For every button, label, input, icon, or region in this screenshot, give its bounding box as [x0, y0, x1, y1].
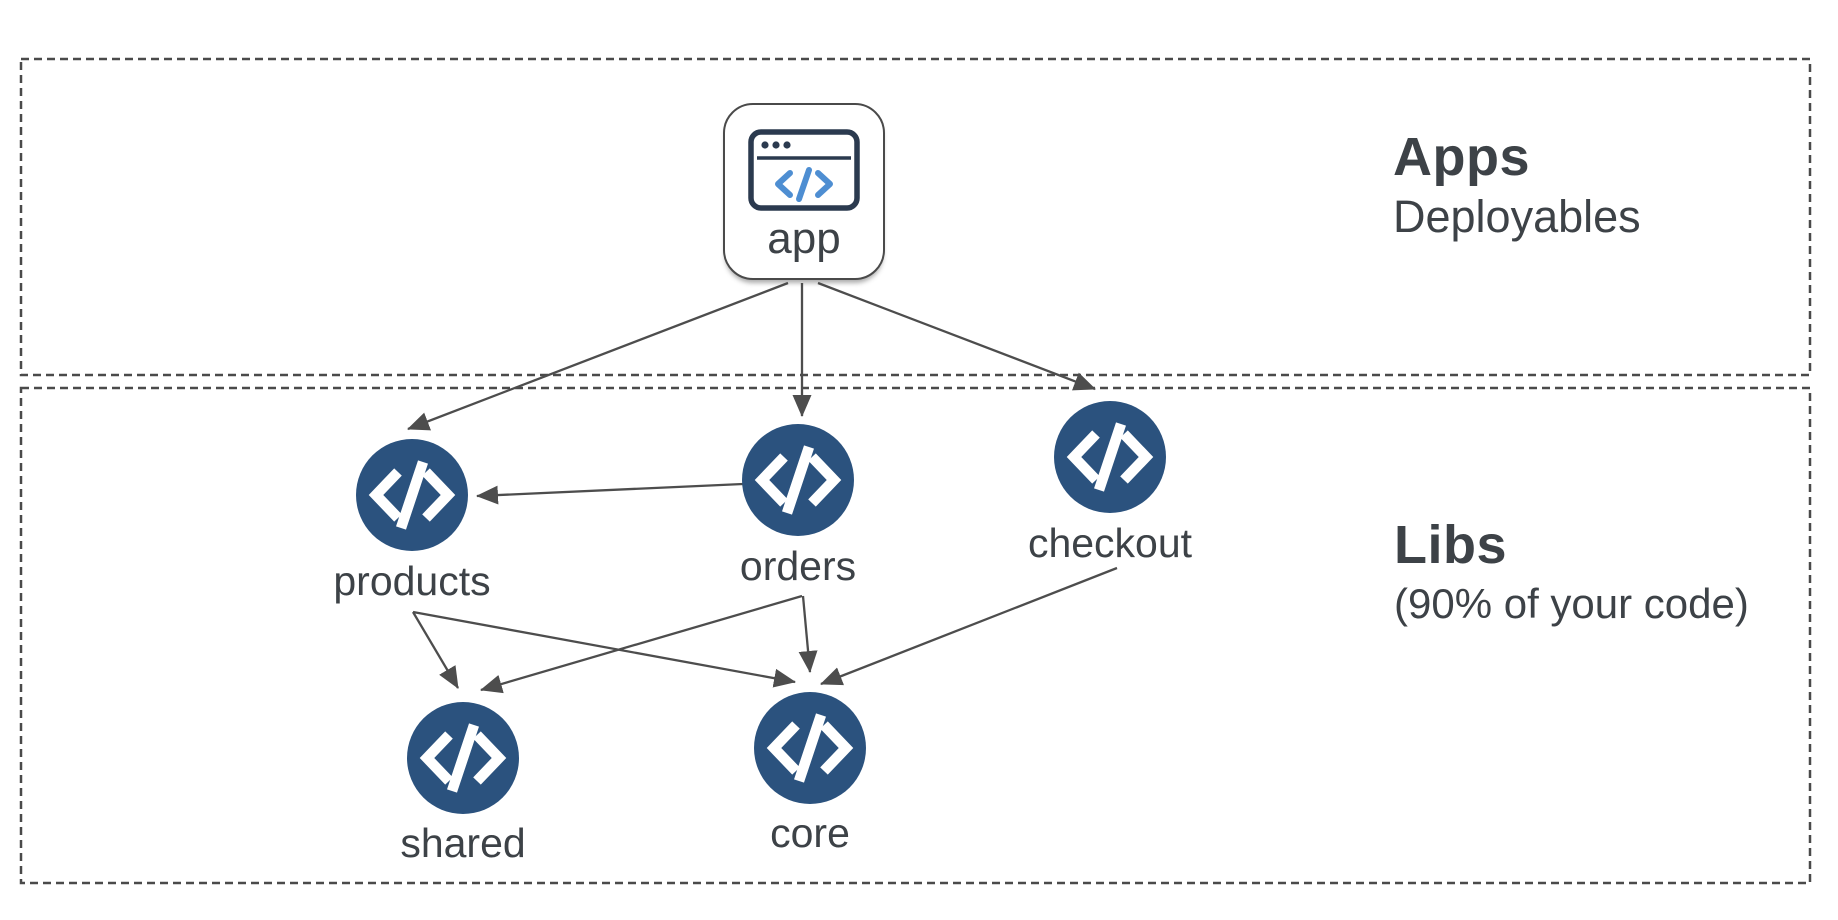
node-shared-label: shared: [400, 820, 526, 866]
node-orders: [742, 424, 854, 536]
code-icon: [368, 460, 456, 530]
products-circle: [356, 439, 468, 551]
node-products: [356, 439, 468, 551]
edge-orders-shared: [480, 594, 803, 694]
apps-zone-title: Apps: [1393, 127, 1530, 187]
node-core: [754, 692, 866, 804]
node-checkout-label: checkout: [1027, 520, 1193, 566]
node-shared: [407, 702, 519, 814]
libs-zone-subtitle: (90% of your code): [1394, 580, 1749, 628]
node-orders-label: orders: [739, 543, 857, 589]
browser-code-icon: [748, 129, 860, 211]
node-core-label: core: [770, 810, 850, 856]
code-icon: [754, 445, 842, 515]
edge-checkout-core: [820, 566, 1118, 686]
apps-zone-subtitle: Deployables: [1393, 191, 1641, 243]
edge-app-products: [407, 281, 789, 431]
edge-orders-products: [476, 482, 744, 505]
edge-orders-core: [798, 595, 818, 673]
libs-zone-title: Libs: [1394, 515, 1508, 575]
code-icon: [766, 713, 854, 783]
libs-zone-border: [19, 386, 1812, 885]
shared-circle: [407, 702, 519, 814]
apps-zone-heading: Apps Deployables: [1393, 128, 1641, 242]
checkout-circle: [1054, 401, 1166, 513]
core-circle: [754, 692, 866, 804]
node-products-label: products: [333, 558, 491, 604]
node-checkout: [1054, 401, 1166, 513]
code-icon: [419, 723, 507, 793]
code-icon: [1066, 422, 1154, 492]
node-app-label: app: [767, 214, 841, 263]
edge-products-shared: [412, 611, 459, 689]
orders-circle: [742, 424, 854, 536]
node-app: app: [723, 103, 885, 280]
edge-app-checkout: [817, 281, 1096, 391]
libs-zone-heading: Libs (90% of your code): [1394, 516, 1749, 627]
edge-products-core: [412, 610, 796, 688]
